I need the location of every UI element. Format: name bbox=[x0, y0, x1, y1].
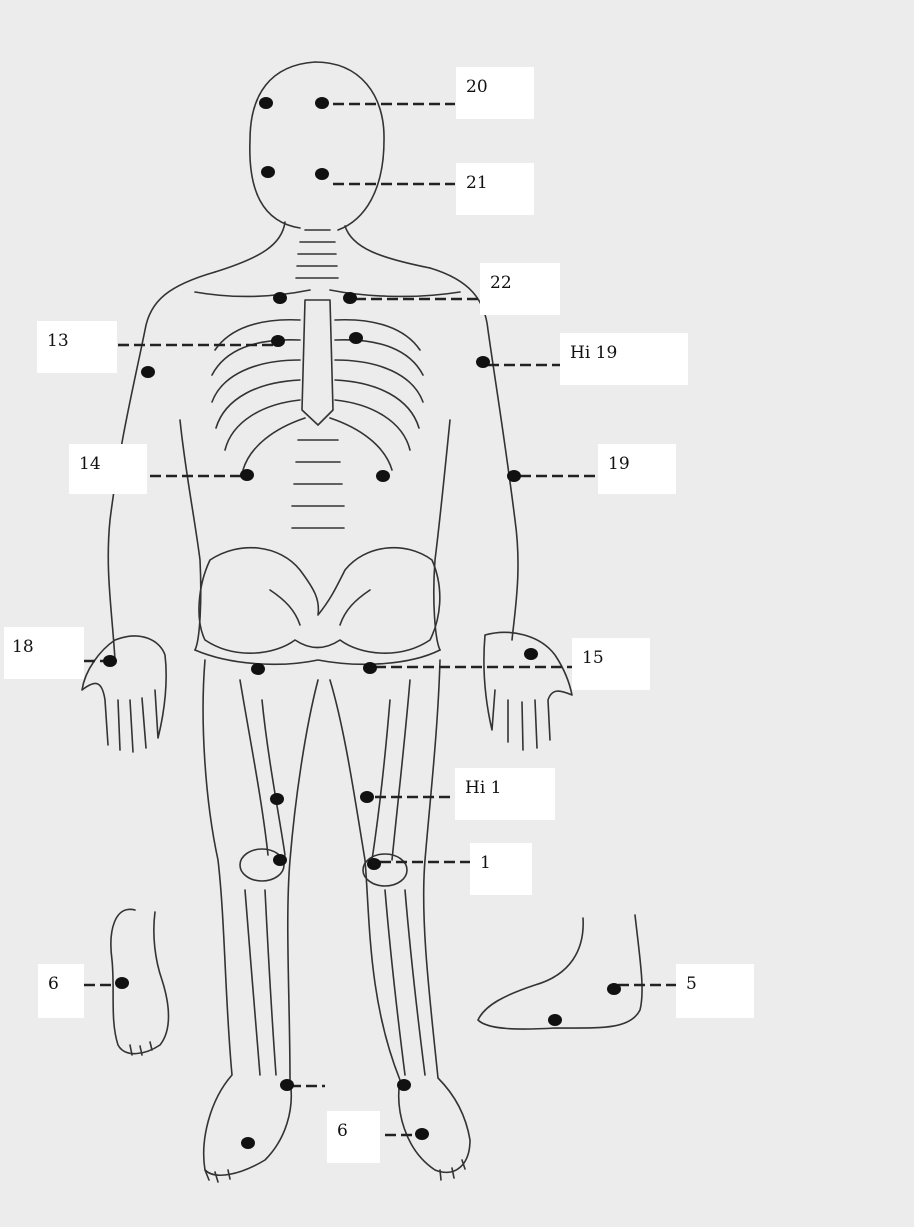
point bbox=[548, 1014, 562, 1026]
point bbox=[315, 168, 329, 180]
label-13: 13 bbox=[37, 321, 117, 373]
neck-outline bbox=[215, 222, 285, 272]
label-20: 20 bbox=[456, 67, 534, 119]
label-18: 18 bbox=[4, 627, 84, 679]
point bbox=[241, 1137, 255, 1149]
label-14: 14 bbox=[69, 444, 147, 494]
right-leg bbox=[330, 660, 470, 1172]
label-19: 19 bbox=[598, 444, 676, 494]
left-leg bbox=[203, 660, 318, 1175]
label-hi1: Hi 1 bbox=[455, 768, 555, 820]
right-kneecap bbox=[363, 854, 407, 886]
point bbox=[376, 470, 390, 482]
point bbox=[259, 97, 273, 109]
point bbox=[343, 292, 357, 304]
point bbox=[507, 470, 521, 482]
head-outline bbox=[250, 62, 384, 230]
point bbox=[315, 97, 329, 109]
label-15: 15 bbox=[572, 638, 650, 690]
point bbox=[273, 292, 287, 304]
point bbox=[103, 655, 117, 667]
point bbox=[349, 332, 363, 344]
point bbox=[360, 791, 374, 803]
left-hand bbox=[82, 636, 166, 752]
point bbox=[476, 356, 490, 368]
label-21: 21 bbox=[456, 163, 534, 215]
point bbox=[251, 663, 265, 675]
point bbox=[415, 1128, 429, 1140]
label-6-bottom: 6 bbox=[327, 1111, 380, 1163]
sternum bbox=[302, 300, 333, 425]
pelvis bbox=[199, 548, 440, 654]
point bbox=[261, 166, 275, 178]
point bbox=[397, 1079, 411, 1091]
label-hi19: Hi 19 bbox=[560, 333, 688, 385]
clavicle bbox=[195, 290, 460, 296]
point bbox=[524, 648, 538, 660]
label-1: 1 bbox=[470, 843, 532, 895]
point bbox=[240, 469, 254, 481]
label-6-left: 6 bbox=[38, 964, 84, 1018]
label-5: 5 bbox=[676, 964, 754, 1018]
point bbox=[280, 1079, 294, 1091]
point bbox=[367, 858, 381, 870]
point bbox=[607, 983, 621, 995]
point bbox=[273, 854, 287, 866]
point bbox=[363, 662, 377, 674]
point bbox=[270, 793, 284, 805]
label-22: 22 bbox=[480, 263, 560, 315]
point bbox=[115, 977, 129, 989]
point bbox=[141, 366, 155, 378]
point bbox=[271, 335, 285, 347]
right-foot-sideview bbox=[478, 915, 642, 1029]
